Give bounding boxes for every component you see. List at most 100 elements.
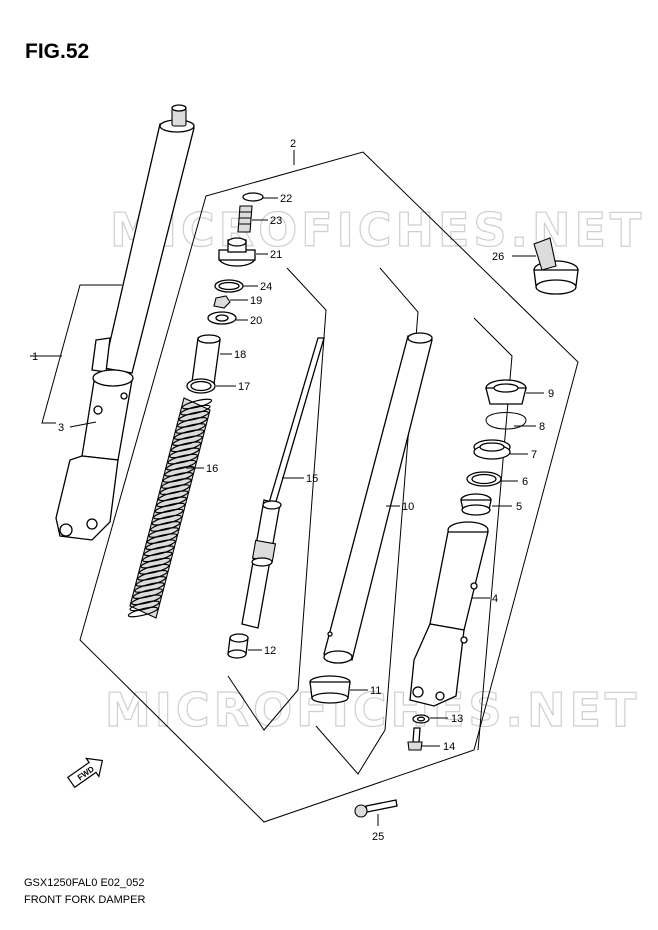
spring-coil — [129, 600, 160, 612]
spring-coil — [143, 545, 175, 557]
part-8-stopper-ring — [485, 412, 527, 430]
callout-20: 20 — [250, 315, 262, 327]
fwd-arrow: FWD — [66, 757, 104, 789]
callout-16: 16 — [206, 463, 218, 475]
spring-coil — [142, 551, 173, 563]
callout-3: 3 — [58, 422, 64, 434]
callout-4: 4 — [492, 593, 498, 605]
callout-12: 12 — [264, 645, 276, 657]
callout-19: 19 — [250, 295, 262, 307]
callout-10: 10 — [402, 501, 414, 513]
spring-coil — [161, 478, 192, 489]
spring-coil — [162, 472, 194, 483]
callout-22: 22 — [280, 193, 292, 205]
callout-13: 13 — [451, 713, 463, 725]
spring-coil — [169, 447, 200, 459]
part-22-o-ring — [242, 192, 264, 202]
part-12-bushing — [227, 633, 249, 659]
bracket-1-3 — [41, 284, 122, 424]
spring-coil — [127, 606, 159, 618]
part-20-stopper — [207, 311, 237, 325]
callout-1: 1 — [32, 351, 38, 363]
spring-coil — [178, 410, 209, 422]
assembly-outline — [79, 151, 579, 823]
part-16-fork-spring — [127, 397, 213, 619]
spring-coil — [159, 484, 190, 495]
spring-coil — [173, 429, 205, 440]
part-18-spacer — [191, 334, 221, 385]
part-15-damper-rod — [241, 337, 325, 629]
part-6-washer — [466, 471, 502, 487]
callout-2: 2 — [290, 138, 296, 150]
part-23-adjuster — [237, 205, 253, 233]
spring-coil — [165, 459, 197, 471]
spring-coil — [167, 453, 198, 465]
part-3-lower-leg — [55, 337, 134, 541]
spring-coil — [170, 441, 202, 453]
spring-coil — [131, 594, 162, 606]
fwd-arrow-icon — [66, 757, 104, 789]
subgroup-outline-c — [473, 317, 513, 751]
spring-coil — [150, 521, 181, 532]
part-21-cap-bolt — [218, 237, 256, 267]
subgroup-outline-a — [227, 267, 327, 731]
spring-coil — [148, 527, 179, 538]
part-4-fork-outer-tube — [409, 521, 489, 707]
subgroup-outline-b — [315, 267, 419, 775]
spring-coil — [135, 576, 167, 587]
callout-14: 14 — [443, 741, 455, 753]
part-26-cover — [533, 237, 579, 295]
part-14-bolt — [407, 727, 423, 751]
callout-25: 25 — [372, 831, 384, 843]
callout-17: 17 — [238, 381, 250, 393]
callout-7: 7 — [531, 449, 537, 461]
spring-coil — [137, 569, 168, 581]
part-9-dust-seal — [485, 379, 527, 405]
spring-coil — [138, 563, 170, 575]
part-10-inner-tube — [323, 332, 433, 664]
callout-21: 21 — [270, 249, 282, 261]
part-7-oil-seal — [473, 439, 511, 460]
callout-24: 24 — [260, 281, 272, 293]
part-25-bolt — [354, 799, 398, 818]
spring-coil — [172, 435, 203, 447]
spring-coil — [132, 588, 163, 599]
figure-title: FIG.52 — [25, 40, 89, 63]
part-5-bushing — [460, 493, 492, 516]
spring-coil — [177, 417, 208, 428]
callout-18: 18 — [234, 349, 246, 361]
part-24-o-ring — [214, 279, 244, 293]
spring-coil — [158, 490, 189, 502]
callout-8: 8 — [539, 421, 545, 433]
diagram-caption: FRONT FORK DAMPER — [24, 894, 145, 906]
part-13-gasket — [412, 714, 430, 724]
part-1-outer-tube — [103, 104, 195, 374]
spring-coil — [175, 423, 206, 434]
spring-coil — [156, 496, 187, 508]
part-19-nut — [213, 295, 231, 309]
leader-lines — [30, 150, 544, 826]
model-code: GSX1250FAL0 E02_052 — [24, 877, 144, 889]
part-11-slide-bushing — [309, 675, 351, 704]
spring-coil — [140, 557, 171, 569]
callout-23: 23 — [270, 215, 282, 227]
spring-coil — [146, 533, 178, 544]
watermark-bottom: MICROFICHES.NET — [105, 683, 640, 737]
callout-9: 9 — [548, 388, 554, 400]
callout-6: 6 — [522, 476, 528, 488]
spring-coil — [153, 508, 184, 520]
callout-26: 26 — [492, 251, 504, 263]
callout-5: 5 — [516, 501, 522, 513]
spring-coil — [151, 514, 182, 526]
callout-labels: 1 2 3 4 5 6 7 8 9 10 11 12 13 14 15 16 1… — [32, 138, 554, 843]
watermark-top: MICROFICHES.NET — [110, 203, 645, 257]
spring-coil — [134, 582, 165, 593]
part-17-washer — [186, 378, 216, 394]
spring-coil — [181, 398, 213, 410]
spring-coil — [145, 539, 176, 551]
callout-15: 15 — [306, 473, 318, 485]
spring-coil — [154, 502, 186, 514]
spring-coil — [180, 404, 211, 416]
